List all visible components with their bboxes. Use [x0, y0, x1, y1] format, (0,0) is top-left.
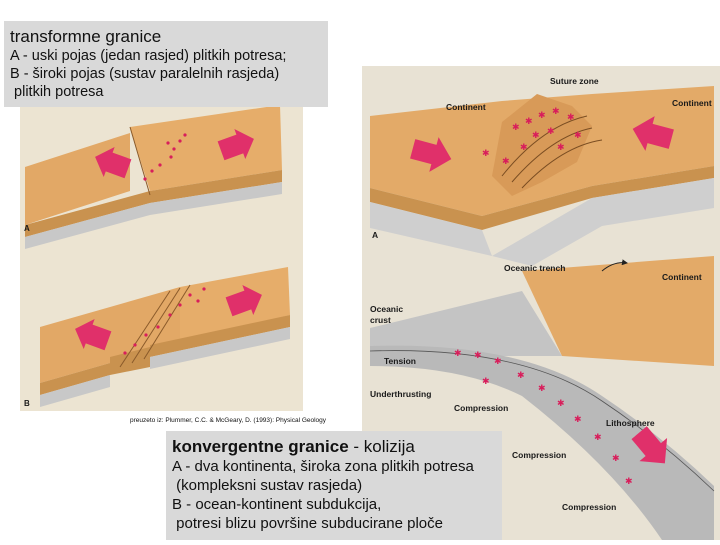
svg-text:✱: ✱ — [547, 127, 555, 137]
svg-text:✱: ✱ — [482, 377, 490, 387]
svg-text:✱: ✱ — [517, 371, 525, 381]
figure-label-a: A — [372, 230, 378, 240]
svg-text:✱: ✱ — [574, 131, 582, 141]
block-b — [40, 267, 290, 407]
plate-arrow-icon — [631, 426, 668, 464]
underthrusting-label: Underthrusting — [370, 389, 431, 399]
svg-text:✱: ✱ — [557, 143, 565, 153]
lithosphere-label: Lithosphere — [606, 418, 655, 428]
plate-arrow-icon — [410, 137, 452, 172]
caption-line: B - ocean-kontinent subdukcija, — [172, 496, 382, 513]
svg-text:✱: ✱ — [552, 107, 560, 117]
oceanic-crust-label: crust — [370, 315, 391, 325]
svg-text:✱: ✱ — [625, 477, 633, 487]
compression-label: Compression — [512, 450, 566, 460]
svg-text:✱: ✱ — [594, 433, 602, 443]
panel-b-subduction: ✱ ✱ ✱ ✱ ✱ ✱ ✱ ✱ ✱ ✱ ✱ — [369, 256, 715, 540]
caption-line: potresi blizu površine subducirane ploče — [172, 515, 443, 532]
plate-arrow-icon — [225, 284, 262, 317]
caption-line: (kompleksni sustav rasjeda) — [172, 477, 363, 494]
compression-label: Compression — [454, 403, 508, 413]
block-a — [25, 105, 282, 249]
svg-text:✱: ✱ — [474, 351, 482, 361]
plate-arrow-icon — [95, 146, 132, 179]
source-credit: preuzeto iz: Plummer, C.C. & McGeary, D.… — [130, 417, 327, 424]
caption-line: A - dva kontinenta, široka zona plitkih … — [172, 458, 474, 475]
figure-label-a: A — [24, 224, 30, 233]
svg-text:✱: ✱ — [612, 454, 620, 464]
caption-line: A - uski pojas (jedan rasjed) plitkih po… — [10, 48, 287, 64]
svg-text:✱: ✱ — [454, 349, 462, 359]
panel-a-collision: ✱✱✱✱ ✱✱✱✱ ✱✱✱✱ — [370, 86, 714, 266]
continent-label: Continent — [446, 102, 486, 112]
caption-title: konvergentne granice - kolizija — [172, 437, 502, 457]
svg-text:✱: ✱ — [567, 113, 575, 123]
continent-label: Continent — [672, 98, 712, 108]
caption-title-bold: konvergentne granice — [172, 437, 349, 456]
figure-label-b: B — [24, 399, 30, 408]
svg-text:✱: ✱ — [532, 131, 540, 141]
continent-label: Continent — [662, 272, 702, 282]
transform-boundaries-caption: transformne granice A - uski pojas (jeda… — [4, 21, 328, 107]
oceanic-trench-label: Oceanic trench — [504, 263, 565, 273]
convergent-boundaries-caption: konvergentne granice - kolizija A - dva … — [166, 431, 502, 540]
svg-text:✱: ✱ — [574, 415, 582, 425]
svg-text:✱: ✱ — [502, 157, 510, 167]
svg-text:✱: ✱ — [538, 384, 546, 394]
plate-arrow-icon — [75, 318, 112, 351]
plate-arrow-icon — [632, 116, 674, 151]
caption-line: plitkih potresa — [10, 84, 104, 100]
compression-label: Compression — [562, 502, 616, 512]
svg-text:✱: ✱ — [557, 399, 565, 409]
svg-text:✱: ✱ — [494, 357, 502, 367]
suture-zone-label: Suture zone — [550, 76, 599, 86]
tension-label: Tension — [384, 356, 416, 366]
svg-text:✱: ✱ — [520, 143, 528, 153]
caption-title-rest: - kolizija — [348, 437, 415, 456]
svg-text:✱: ✱ — [512, 123, 520, 133]
caption-line: B - široki pojas (sustav paralelnih rasj… — [10, 66, 280, 82]
oceanic-crust-label: Oceanic — [370, 304, 403, 314]
caption-title: transformne granice — [10, 27, 162, 46]
plate-arrow-icon — [217, 128, 254, 161]
svg-text:✱: ✱ — [525, 117, 533, 127]
transform-boundary-figure: A B — [20, 105, 303, 411]
svg-text:✱: ✱ — [482, 149, 490, 159]
svg-text:✱: ✱ — [538, 111, 546, 121]
